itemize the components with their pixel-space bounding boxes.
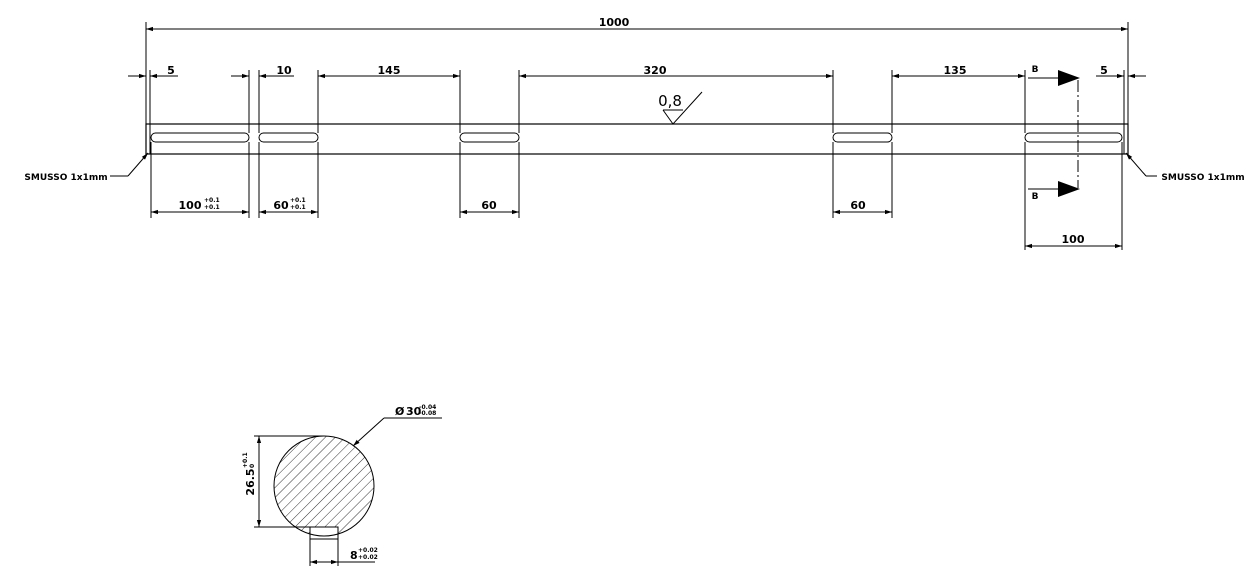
dimension-gap-small-value: 10 <box>276 64 292 77</box>
section-arrow-top-icon <box>1058 70 1080 86</box>
slot3-length-value: 60 <box>481 199 497 212</box>
slot1-length-value: 100 <box>179 199 202 212</box>
diameter-tol-upper: -0.04 <box>419 404 436 411</box>
section-arrow-bottom-icon <box>1058 181 1080 197</box>
dimension-left-end-value: 5 <box>167 64 175 77</box>
dimension-overall: 1000 <box>145 16 1129 124</box>
diameter-symbol: Ø <box>395 405 405 418</box>
shaft-body <box>145 123 1129 155</box>
dimension-right-end-value: 5 <box>1100 64 1108 77</box>
dimension-gap-center-value: 320 <box>644 64 667 77</box>
key-width-value: 8 <box>350 549 358 562</box>
slot1-tol-lower: +0.1 <box>204 204 220 211</box>
chamfer-right-label: SMUSSO 1x1mm <box>1161 173 1244 183</box>
slot1-tol-upper: +0.1 <box>204 197 220 204</box>
chamfer-left-label: SMUSSO 1x1mm <box>24 173 107 183</box>
cross-section: Ø 30 -0.04 -0.08 26.5 +0.1 0 8 +0.02 +0.… <box>242 404 442 566</box>
dimension-gap-a-value: 145 <box>378 64 401 77</box>
height-tol-lower: 0 <box>249 464 256 468</box>
shaft-outline <box>145 123 1129 155</box>
roughness-value: 0,8 <box>658 92 682 110</box>
dimension-overall-value: 1000 <box>599 16 630 29</box>
keyway-slots <box>150 132 1123 143</box>
section-marker: B B <box>1028 65 1080 202</box>
keyway-slot-3 <box>459 132 520 143</box>
diameter-value: 30 <box>406 405 422 418</box>
height-tol-upper: +0.1 <box>242 452 249 468</box>
keyway-slot-1 <box>150 132 250 143</box>
slot5-length-value: 100 <box>1062 233 1085 246</box>
dimension-chain-top: 5 10 145 320 135 5 <box>128 64 1146 133</box>
section-label-bottom: B <box>1032 192 1039 202</box>
chamfer-left: SMUSSO 1x1mm <box>24 152 149 183</box>
height-value: 26.5 <box>244 468 257 495</box>
slot2-tol-lower: +0.1 <box>290 204 306 211</box>
dimension-gap-b-value: 135 <box>944 64 967 77</box>
slot4-length-value: 60 <box>850 199 866 212</box>
section-hatching <box>274 436 374 536</box>
roughness-symbol: 0,8 <box>658 91 703 125</box>
section-label-top: B <box>1032 65 1039 75</box>
key-tol-upper: +0.02 <box>358 547 378 554</box>
keyway-slot-2 <box>258 132 319 143</box>
keyway-notch <box>309 526 339 540</box>
keyway-slot-5 <box>1024 132 1123 143</box>
diameter-tol-lower: -0.08 <box>419 410 436 417</box>
dimension-chain-bottom: 100 +0.1 +0.1 60 +0.1 +0.1 60 60 100 <box>150 142 1123 250</box>
slot2-tol-upper: +0.1 <box>290 197 306 204</box>
keyway-slot-4 <box>832 132 893 143</box>
chamfer-right: SMUSSO 1x1mm <box>1125 152 1245 183</box>
key-tol-lower: +0.02 <box>358 554 378 561</box>
slot2-length-value: 60 <box>273 199 289 212</box>
